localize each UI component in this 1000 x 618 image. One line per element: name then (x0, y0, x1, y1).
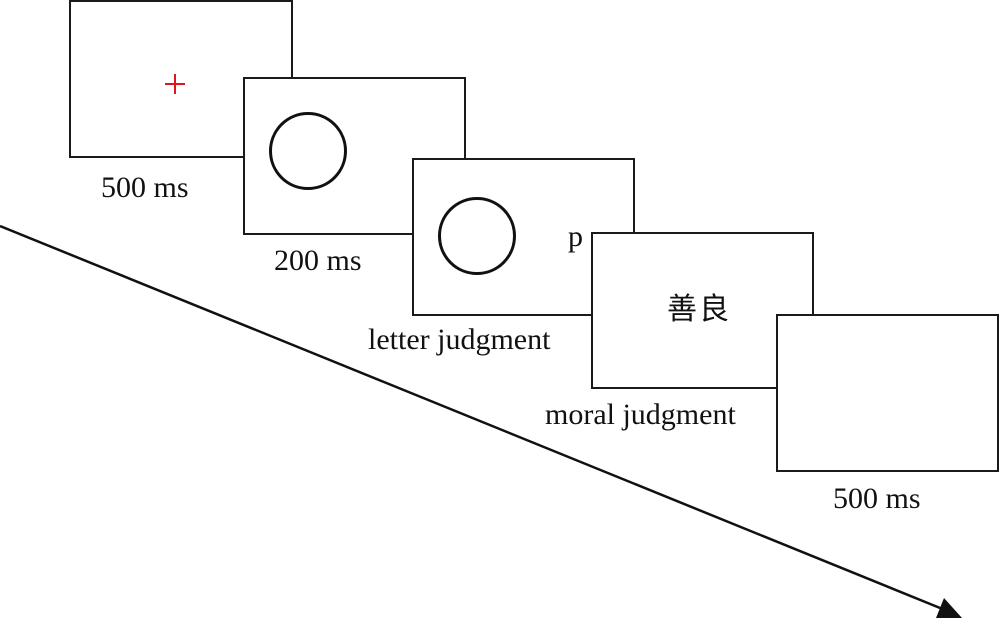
time-arrow-head (936, 598, 962, 618)
word-stimulus: 善良 (667, 292, 731, 327)
frame-blank-label: 500 ms (833, 482, 921, 515)
frame-letter-label: letter judgment (368, 323, 551, 356)
frame-blank (776, 314, 999, 472)
circle-stimulus (269, 112, 347, 190)
circle-stimulus (438, 197, 516, 275)
frame-moral-label: moral judgment (545, 398, 736, 431)
letter-stimulus: p (568, 220, 583, 253)
fixation-cross-icon-vertical (174, 74, 176, 94)
frame-cue-label: 200 ms (274, 244, 362, 277)
frame-fixation-label: 500 ms (101, 171, 189, 204)
time-arrow-line (0, 224, 946, 612)
